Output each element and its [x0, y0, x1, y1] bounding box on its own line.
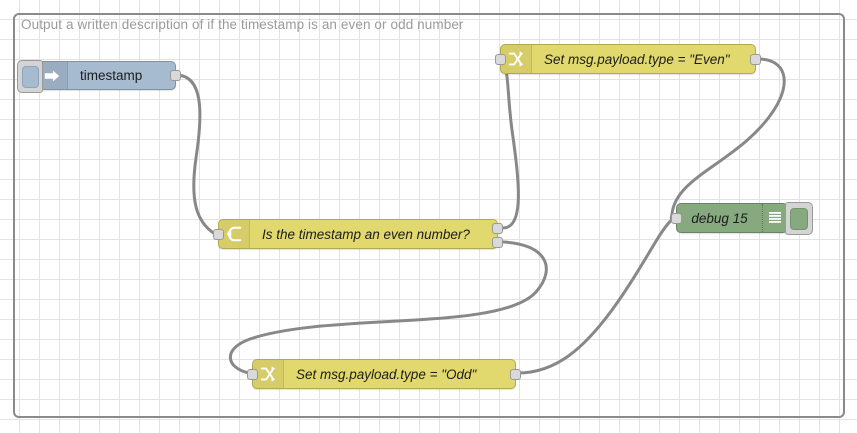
node-inject-timestamp[interactable]: timestamp [17, 60, 181, 93]
flow-group-box[interactable] [13, 13, 845, 418]
inject-trigger-button[interactable] [17, 60, 43, 93]
node-switch-even-check[interactable]: Is the timestamp an even number? [213, 219, 503, 249]
output-port-1[interactable] [492, 223, 503, 234]
node-change-odd[interactable]: Set msg.payload.type = "Odd" [247, 359, 521, 389]
node-change-even-label: Set msg.payload.type = "Even" [544, 51, 730, 67]
debug-enable-toggle[interactable] [785, 202, 813, 235]
node-switch-label: Is the timestamp an even number? [262, 226, 470, 242]
input-port[interactable] [213, 229, 224, 240]
switch-icon [219, 220, 250, 248]
node-inject-label: timestamp [80, 68, 143, 83]
output-port[interactable] [750, 54, 761, 65]
output-port[interactable] [510, 369, 521, 380]
shuffle-icon [253, 360, 284, 388]
debug-enable-toggle-inner [790, 207, 808, 230]
flow-group-label: Output a written description of if the t… [21, 17, 464, 32]
debug-lines-icon [762, 204, 787, 232]
input-port[interactable] [495, 54, 506, 65]
node-debug-15[interactable]: debug 15 [671, 202, 813, 235]
input-port[interactable] [247, 369, 258, 380]
shuffle-icon [501, 45, 532, 73]
node-change-even[interactable]: Set msg.payload.type = "Even" [495, 44, 761, 74]
input-port[interactable] [671, 213, 682, 224]
inject-trigger-button-inner [21, 65, 39, 88]
output-port[interactable] [170, 70, 181, 81]
output-port-2[interactable] [492, 237, 503, 248]
node-change-odd-label: Set msg.payload.type = "Odd" [296, 366, 477, 382]
node-debug-label: debug 15 [691, 210, 748, 226]
